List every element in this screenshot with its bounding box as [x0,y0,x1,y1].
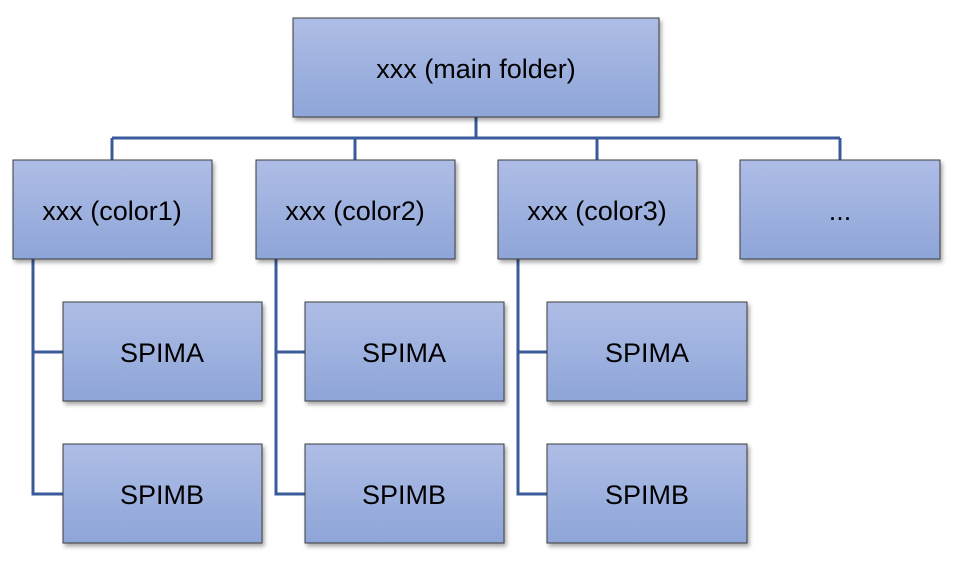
branch-node-2-label: xxx (color2) [285,196,425,226]
branch-node-1-label: xxx (color1) [42,196,182,226]
branch-node-1-box [12,159,213,260]
branch-node-2-box [255,159,456,260]
child-node-3-b-label: SPIMB [605,480,689,510]
branch-node-2[interactable]: xxx (color2) [255,159,456,260]
child-node-1-b-label: SPIMB [120,480,204,510]
child-node-3-b-box [546,443,748,544]
child-node-2-b-label: SPIMB [362,480,446,510]
root-node-label: xxx (main folder) [376,54,576,84]
branch-node-4[interactable]: ... [739,159,941,260]
root-node[interactable]: xxx (main folder) [292,17,660,118]
child-node-3-a[interactable]: SPIMA [546,301,748,402]
branch-node-4-box [739,159,941,260]
child-node-3-a-box [546,301,748,402]
child-node-3-a-label: SPIMA [605,338,689,368]
child-node-2-a[interactable]: SPIMA [304,301,505,402]
branch-node-3-label: xxx (color3) [527,196,667,226]
connector-branch-1-children [31,259,63,496]
child-node-2-a-box [304,301,505,402]
branch-node-3-box [497,159,698,260]
child-node-2-a-label: SPIMA [362,338,446,368]
child-node-1-b-box [62,443,263,544]
child-node-1-b[interactable]: SPIMB [62,443,263,544]
connectors [31,117,842,496]
connector-branch-2-children [274,259,305,496]
branch-node-4-label: ... [829,196,852,226]
child-node-1-a-label: SPIMA [120,338,204,368]
branch-node-1[interactable]: xxx (color1) [12,159,213,260]
root-node-box [292,17,660,118]
connector-branch-3-children [516,259,547,496]
branch-node-3[interactable]: xxx (color3) [497,159,698,260]
child-node-1-a[interactable]: SPIMA [62,301,263,402]
child-node-1-a-box [62,301,263,402]
child-node-2-b-box [304,443,505,544]
child-node-3-b[interactable]: SPIMB [546,443,748,544]
child-node-2-b[interactable]: SPIMB [304,443,505,544]
